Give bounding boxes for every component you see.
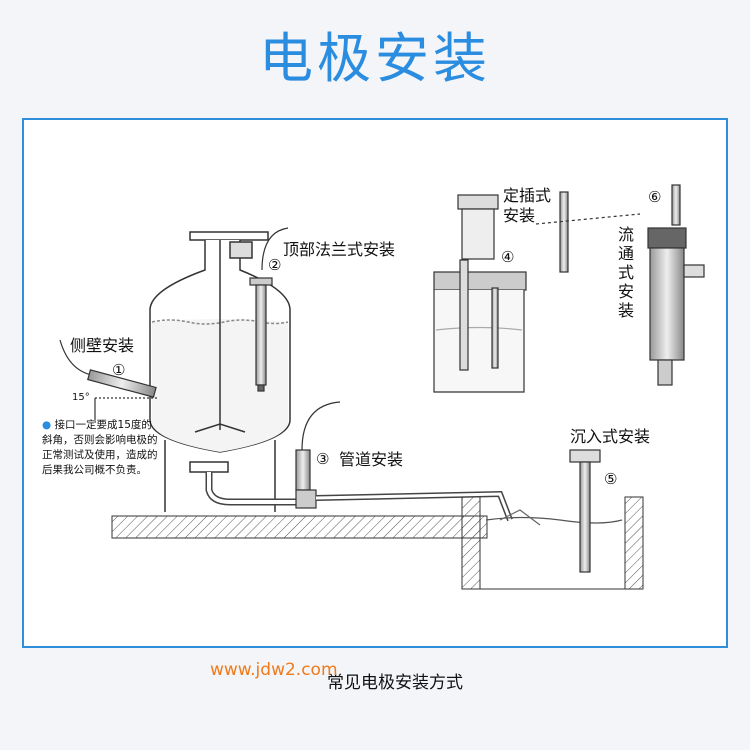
- watermark-url: www.jdw2.com: [210, 660, 338, 680]
- installation-note: ● 接口一定要成15度的斜角，否则会影响电极的正常测试及使用，造成的后果我公司概…: [42, 418, 160, 478]
- submerged-probe: [485, 449, 623, 573]
- label-fixed-insert: 定插式安装: [503, 186, 552, 225]
- diagram-caption: 常见电极安装方式: [327, 673, 463, 693]
- marker-5: ⑤: [604, 470, 617, 488]
- label-pipeline: 管道安装: [339, 450, 404, 469]
- marker-2: ②: [268, 256, 281, 274]
- marker-1: ①: [112, 361, 125, 379]
- pipeline: [295, 401, 513, 522]
- marker-numbers: ① ② ③ ④ ⑤ ⑥ 15°: [72, 188, 661, 488]
- note-text: 接口一定要成15度的斜角，否则会影响电极的正常测试及使用，造成的后果我公司概不负…: [42, 419, 158, 476]
- fixed-insert-vessel: [433, 191, 641, 393]
- angle-label: 15°: [72, 392, 90, 403]
- marker-4: ④: [501, 248, 514, 266]
- side-probe: [59, 339, 158, 420]
- tank: [149, 231, 298, 512]
- note-bullet: ●: [42, 419, 52, 431]
- page-title: 电极安装: [259, 27, 491, 90]
- label-submerged: 沉入式安装: [570, 427, 651, 446]
- marker-6: ⑥: [648, 188, 661, 206]
- top-probe: [249, 227, 289, 392]
- marker-3: ③: [316, 450, 329, 468]
- label-top-flange: 顶部法兰式安装: [283, 240, 396, 259]
- label-flow-through: 流通式安装: [617, 225, 634, 320]
- ground: [111, 496, 644, 590]
- flow-cell: [647, 184, 705, 386]
- label-side-wall: 侧壁安装: [70, 336, 135, 355]
